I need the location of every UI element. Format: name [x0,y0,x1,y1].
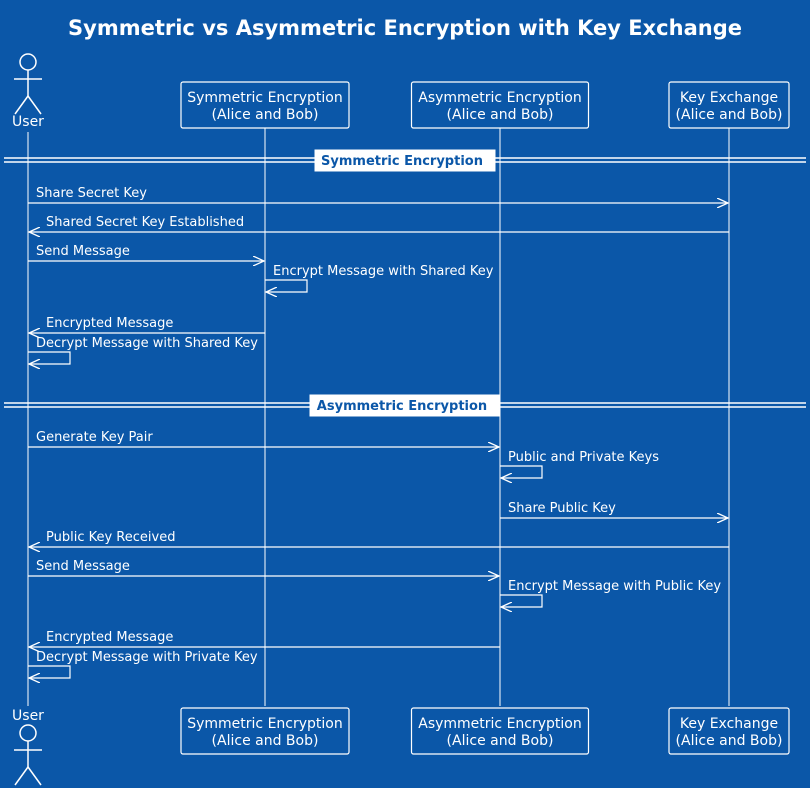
message: Public and Private Keys [500,450,659,478]
participant-subtitle: (Alice and Bob) [447,107,554,123]
section-label-box [314,149,496,172]
message-label: Encrypted Message [46,316,173,331]
self-message-arrow [28,665,71,678]
section-divider: Symmetric Encryption [4,149,806,172]
message-label: Decrypt Message with Shared Key [36,336,258,351]
actor-label: User [12,114,44,130]
self-message-arrow [265,279,308,292]
message-label: Public Key Received [46,530,175,545]
message-label: Encrypt Message with Shared Key [273,264,494,279]
message: Public Key Received [29,530,729,547]
message-label: Encrypted Message [46,630,173,645]
message: Encrypt Message with Shared Key [265,264,494,292]
section-divider: Asymmetric Encryption [4,394,806,417]
participant-kex-top: Key Exchange(Alice and Bob) [668,81,790,129]
message-label: Send Message [36,244,130,259]
message-label: Decrypt Message with Private Key [36,650,258,665]
participant-subtitle: (Alice and Bob) [447,733,554,749]
participant-box [180,707,350,755]
participant-box [180,81,350,129]
message-label: Share Public Key [508,501,616,516]
message: Shared Secret Key Established [29,215,729,232]
participant-box [410,707,590,755]
participant-kex-bottom: Key Exchange(Alice and Bob) [668,707,790,755]
actor-top: User [12,53,44,130]
message: Send Message [28,559,499,576]
participant-subtitle: (Alice and Bob) [212,107,319,123]
participant-asym-bottom: Asymmetric Encryption(Alice and Bob) [410,707,590,755]
self-message-arrow [500,465,543,478]
message-label: Encrypt Message with Public Key [508,579,721,594]
message-label: Public and Private Keys [508,450,659,465]
message: Send Message [28,244,264,261]
participant-name: Symmetric Encryption [187,90,343,106]
actor-icon [14,724,42,786]
participant-name: Key Exchange [680,716,778,732]
participant-box [668,81,790,129]
participant-subtitle: (Alice and Bob) [676,107,783,123]
message: Share Public Key [500,501,728,518]
participant-name: Asymmetric Encryption [418,90,582,106]
section-label-box [309,394,501,417]
message: Generate Key Pair [28,430,499,447]
message-label: Generate Key Pair [36,430,153,445]
diagram-title: Symmetric vs Asymmetric Encryption with … [68,16,742,40]
participant-name: Symmetric Encryption [187,716,343,732]
participant-sym-top: Symmetric Encryption(Alice and Bob) [180,81,350,129]
section-title: Asymmetric Encryption [317,399,487,414]
self-message-arrow [28,351,71,364]
actor-label: User [12,708,44,724]
message: Decrypt Message with Shared Key [28,336,258,364]
participant-subtitle: (Alice and Bob) [676,733,783,749]
participant-sym-bottom: Symmetric Encryption(Alice and Bob) [180,707,350,755]
message-label: Share Secret Key [36,186,147,201]
message: Share Secret Key [28,186,728,203]
message: Encrypted Message [29,316,265,333]
message: Encrypt Message with Public Key [500,579,721,607]
section-title: Symmetric Encryption [321,154,483,169]
participant-box [410,81,590,129]
message-label: Send Message [36,559,130,574]
actor-icon [14,53,42,115]
participant-name: Key Exchange [680,90,778,106]
participant-box [668,707,790,755]
participant-name: Asymmetric Encryption [418,716,582,732]
participant-subtitle: (Alice and Bob) [212,733,319,749]
message: Encrypted Message [29,630,500,647]
participant-asym-top: Asymmetric Encryption(Alice and Bob) [410,81,590,129]
message-label: Shared Secret Key Established [46,215,244,230]
message: Decrypt Message with Private Key [28,650,258,678]
self-message-arrow [500,594,543,607]
actor-bottom: User [12,708,44,786]
